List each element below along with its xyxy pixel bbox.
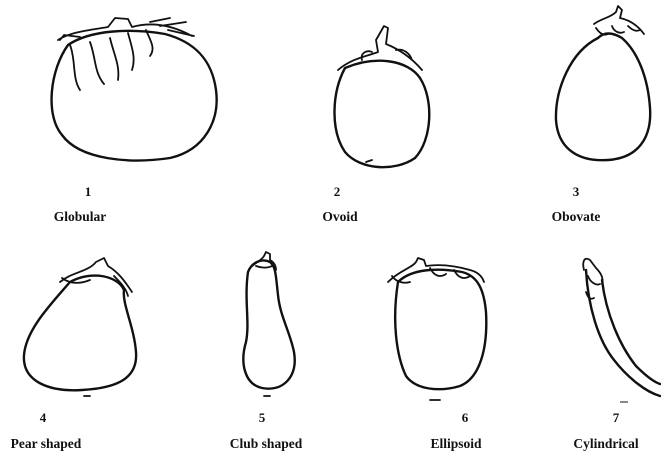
- cylindrical-fruit-drawing: [583, 259, 660, 402]
- item-4-label: Pear shaped: [11, 436, 82, 451]
- item-2-number: 2: [334, 184, 341, 199]
- item-6-label: Ellipsoid: [430, 436, 481, 451]
- obovate-fruit-drawing: [556, 6, 650, 160]
- club-shaped-fruit-drawing: [243, 252, 294, 396]
- item-1-label: Globular: [54, 209, 107, 224]
- item-1-number: 1: [85, 184, 92, 199]
- item-5-label: Club shaped: [230, 436, 302, 451]
- item-3-number: 3: [573, 184, 580, 199]
- pear-shaped-fruit-drawing: [24, 258, 136, 396]
- item-7-label: Cylindrical: [573, 436, 638, 451]
- ovoid-fruit-drawing: [334, 26, 429, 167]
- globular-fruit-drawing: [52, 18, 217, 160]
- ellipsoid-fruit-drawing: [388, 258, 486, 400]
- item-6-number: 6: [462, 410, 469, 425]
- item-7-number: 7: [613, 410, 620, 425]
- item-2-label: Ovoid: [322, 209, 357, 224]
- item-4-number: 4: [40, 410, 47, 425]
- item-5-number: 5: [259, 410, 266, 425]
- item-3-label: Obovate: [552, 209, 601, 224]
